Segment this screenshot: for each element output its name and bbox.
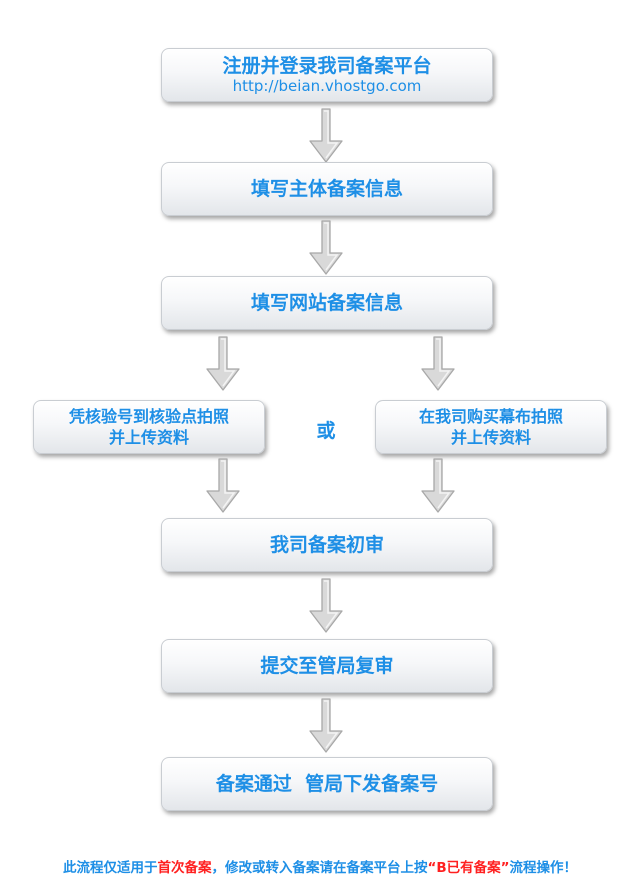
subject-info-label: 填写主体备案信息 — [250, 178, 403, 200]
option-right-line2: 并上传资料 — [450, 428, 531, 447]
site-info-label: 填写网站备案信息 — [250, 292, 403, 314]
down-arrow-icon — [205, 458, 241, 514]
option-right-line1: 在我司购买幕布拍照 — [418, 407, 563, 426]
footer-part3: ，修改或转入备案请在备案平台上按 — [211, 860, 428, 876]
down-arrow-icon — [308, 108, 344, 164]
down-arrow-icon — [420, 336, 456, 392]
or-label: 或 — [316, 420, 336, 442]
down-arrow-icon — [308, 578, 344, 634]
down-arrow-icon — [308, 698, 344, 754]
down-arrow-icon — [420, 458, 456, 514]
footer-existing-filing: B已有备案 — [436, 860, 501, 876]
down-arrow-icon — [308, 220, 344, 276]
approved-label: 备案通过 管局下发备案号 — [215, 773, 439, 795]
footer-quote-close: ” — [500, 860, 510, 876]
down-arrow-icon — [205, 336, 241, 392]
submit-review-label: 提交至管局复审 — [260, 655, 394, 677]
register-title: 注册并登录我司备案平台 — [222, 55, 432, 77]
step-register: 注册并登录我司备案平台 http://beian.vhostgo.com — [161, 48, 493, 102]
register-url[interactable]: http://beian.vhostgo.com — [232, 77, 422, 95]
step-option-verify-point: 凭核验号到核验点拍照 并上传资料 — [33, 400, 265, 454]
initial-review-label: 我司备案初审 — [269, 534, 384, 556]
footer-quote-open: “ — [427, 860, 437, 876]
step-option-buy-backdrop: 在我司购买幕布拍照 并上传资料 — [375, 400, 607, 454]
step-subject-info: 填写主体备案信息 — [161, 162, 493, 216]
footer-part1: 此流程仅适用于 — [62, 860, 158, 876]
step-submit-review: 提交至管局复审 — [161, 639, 493, 693]
footer-note: 此流程仅适用于首次备案，修改或转入备案请在备案平台上按“B已有备案”流程操作！ — [0, 856, 640, 876]
step-site-info: 填写网站备案信息 — [161, 276, 493, 330]
option-left-line2: 并上传资料 — [108, 428, 189, 447]
footer-part7: 流程操作！ — [509, 860, 578, 876]
option-left-line1: 凭核验号到核验点拍照 — [68, 407, 229, 426]
step-approved: 备案通过 管局下发备案号 — [161, 757, 493, 811]
step-initial-review: 我司备案初审 — [161, 518, 493, 572]
footer-first-filing: 首次备案 — [157, 860, 212, 876]
